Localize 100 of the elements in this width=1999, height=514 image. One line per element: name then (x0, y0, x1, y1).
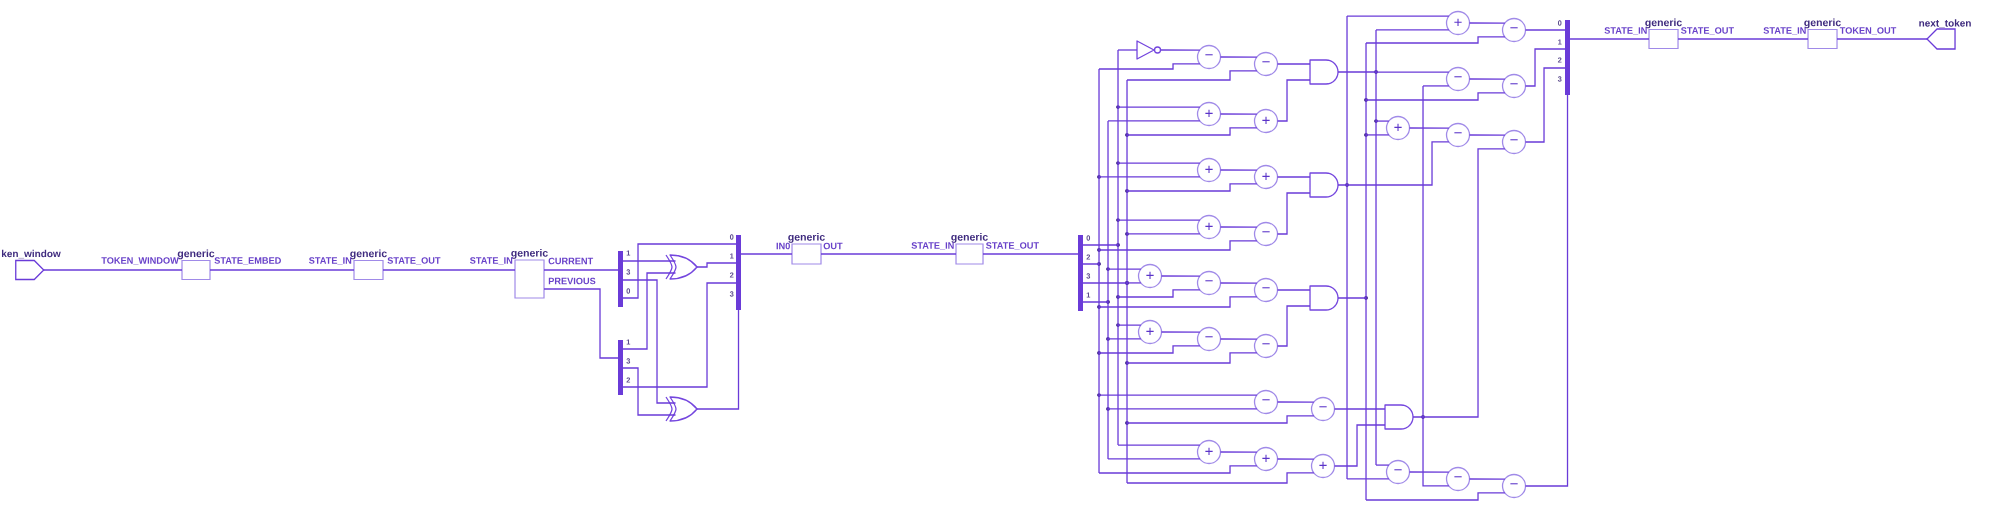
wire (1098, 296, 1258, 308)
wire (1098, 63, 1201, 70)
wire (1107, 120, 1201, 122)
wire (1126, 233, 1201, 235)
wire (622, 272, 677, 350)
pin-label: STATE_EMBED (214, 257, 281, 265)
wire (1082, 120, 1109, 460)
wire (1126, 352, 1258, 364)
wire (696, 309, 740, 410)
wire (1219, 451, 1258, 453)
pin-label: STATE_IN (911, 242, 954, 250)
wire (1098, 240, 1258, 251)
pin-label: STATE_IN (1763, 27, 1806, 35)
wire (1524, 29, 1566, 31)
wire (1375, 464, 1390, 466)
wire (1219, 56, 1258, 58)
wire (1219, 226, 1258, 228)
component-label: generic (1804, 18, 1841, 29)
wire (1098, 465, 1258, 474)
and-gate (1309, 172, 1339, 198)
component-label: generic (788, 232, 825, 243)
port-label: ken_window (2, 249, 61, 259)
wire (1276, 176, 1311, 178)
wire (1219, 282, 1258, 284)
wire (382, 269, 516, 271)
wire (543, 288, 619, 359)
wire (1524, 94, 1569, 487)
wire (1117, 49, 1138, 51)
wire (1468, 22, 1506, 24)
component-label: generic (350, 249, 387, 260)
wire (1160, 331, 1201, 333)
pin-label: IN0 (776, 242, 790, 250)
wire (1468, 478, 1506, 480)
wire (1276, 458, 1315, 460)
pin-label: CURRENT (548, 257, 594, 265)
wire (1219, 113, 1258, 115)
wire (1408, 127, 1450, 129)
pin-label: PREVIOUS (548, 277, 596, 285)
wire (1412, 85, 1424, 487)
wire (622, 279, 677, 404)
wire (1219, 169, 1258, 171)
wire (1117, 289, 1201, 298)
and-gate (1309, 285, 1339, 311)
and-gate (1384, 404, 1414, 430)
wire (1346, 478, 1390, 480)
wire (820, 253, 957, 255)
wire (1126, 70, 1258, 81)
wire (1117, 444, 1201, 446)
pin-label: STATE_OUT (387, 257, 441, 265)
wire (1082, 49, 1119, 446)
wire (1098, 345, 1201, 354)
pin-label: OUT (823, 242, 843, 250)
wire (1126, 127, 1258, 136)
wire (622, 243, 737, 299)
wire (1276, 79, 1311, 122)
wire (696, 262, 737, 268)
wire (1337, 42, 1367, 501)
wire (1365, 92, 1506, 101)
not-gate (1136, 40, 1162, 60)
wire (1117, 162, 1201, 164)
wire (1117, 106, 1201, 108)
wire (1836, 38, 1928, 40)
wire (1160, 49, 1201, 51)
wire (1375, 71, 1450, 73)
wire (1117, 219, 1201, 221)
wire (622, 282, 737, 388)
wire (543, 269, 619, 271)
wire (1468, 134, 1506, 136)
component-label: generic (511, 248, 548, 259)
wire (1365, 36, 1506, 44)
wire (1524, 67, 1566, 143)
wire (1098, 176, 1201, 178)
wire (1276, 305, 1311, 347)
and-gate (1309, 59, 1339, 85)
xor-gate (665, 254, 698, 280)
pin-label: STATE_OUT (1681, 27, 1734, 35)
wire (622, 367, 677, 416)
pin-label: STATE_IN (308, 257, 352, 265)
component-label: generic (951, 232, 988, 243)
wire (1160, 275, 1201, 277)
wire (1107, 408, 1258, 410)
component-label: generic (177, 249, 215, 260)
wire (1468, 78, 1506, 80)
pin-label: TOKEN_OUT (1839, 27, 1897, 35)
wire (1333, 424, 1386, 467)
wire (1337, 15, 1348, 480)
wire (1276, 289, 1311, 291)
wire (1082, 79, 1128, 484)
wire (1276, 401, 1315, 403)
wire (1365, 134, 1390, 136)
wire (1126, 282, 1142, 284)
wire (1098, 394, 1258, 396)
wire (1126, 472, 1315, 484)
wire (43, 269, 183, 271)
wire (1422, 85, 1450, 87)
pin-label: STATE_IN (469, 257, 513, 265)
pin-label: STATE_OUT (986, 242, 1039, 250)
wire (1569, 38, 1650, 40)
wire (1346, 15, 1450, 17)
wire (1126, 183, 1258, 192)
